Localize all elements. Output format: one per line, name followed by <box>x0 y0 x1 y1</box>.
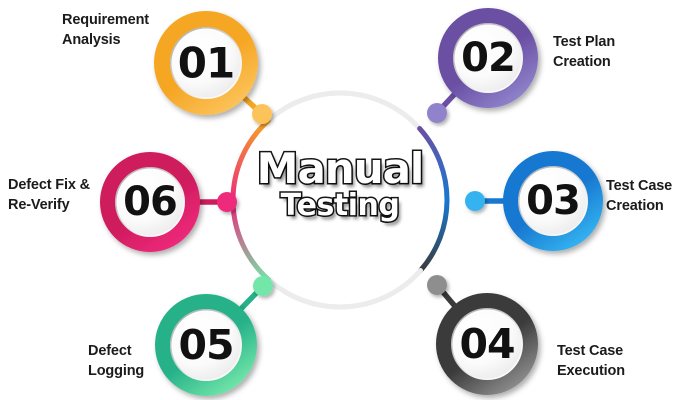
step-disc-04 <box>452 309 522 379</box>
step-label-05: Defect Logging <box>88 343 145 379</box>
step-number-04: 04 <box>459 320 514 368</box>
step-ring-03 <box>503 151 603 251</box>
node-stems <box>194 89 509 314</box>
step-label-03: Test Case Creation <box>606 178 673 214</box>
ring-dot-06[interactable] <box>217 192 237 212</box>
step-disc-03 <box>519 167 587 235</box>
step-number-06: 06 <box>123 179 177 225</box>
step-ring-06 <box>100 152 200 252</box>
step-label-02: Test Plan Creation <box>553 34 616 70</box>
step-node-05[interactable]: 05 <box>155 294 257 396</box>
ring-dots <box>217 103 485 296</box>
ring-dot-01[interactable] <box>252 104 272 124</box>
step-number-03: 03 <box>526 178 580 224</box>
step-number-01: 01 <box>178 39 234 88</box>
step-node-03[interactable]: 03 <box>503 151 603 251</box>
step-ring-05 <box>155 294 257 396</box>
step-node-06[interactable]: 06 <box>100 152 200 252</box>
step-label-06: Defect Fix & Re-Verify <box>8 177 90 213</box>
step-node-04[interactable]: 04 <box>436 293 538 395</box>
ring-dot-03[interactable] <box>465 191 485 211</box>
step-label-01: Requirement Analysis <box>62 12 149 48</box>
step-ring-02 <box>438 8 538 108</box>
step-label-04: Test Case Execution <box>557 343 625 379</box>
step-node-01[interactable]: 01 <box>154 11 258 115</box>
step-ring-04 <box>436 293 538 395</box>
step-nodes: 01 02 03 04 05 06 <box>100 8 603 396</box>
ring-dot-04[interactable] <box>427 275 447 295</box>
ring-dot-05[interactable] <box>253 276 273 296</box>
step-disc-02 <box>454 24 522 92</box>
step-number-05: 05 <box>178 321 233 369</box>
step-node-02[interactable]: 02 <box>438 8 538 108</box>
step-disc-05 <box>171 310 241 380</box>
ring-dot-02[interactable] <box>427 103 447 123</box>
step-number-02: 02 <box>461 35 515 81</box>
step-disc-01 <box>171 28 241 98</box>
arc-connectors <box>230 90 450 310</box>
step-ring-01 <box>154 11 258 115</box>
step-disc-06 <box>116 168 184 236</box>
